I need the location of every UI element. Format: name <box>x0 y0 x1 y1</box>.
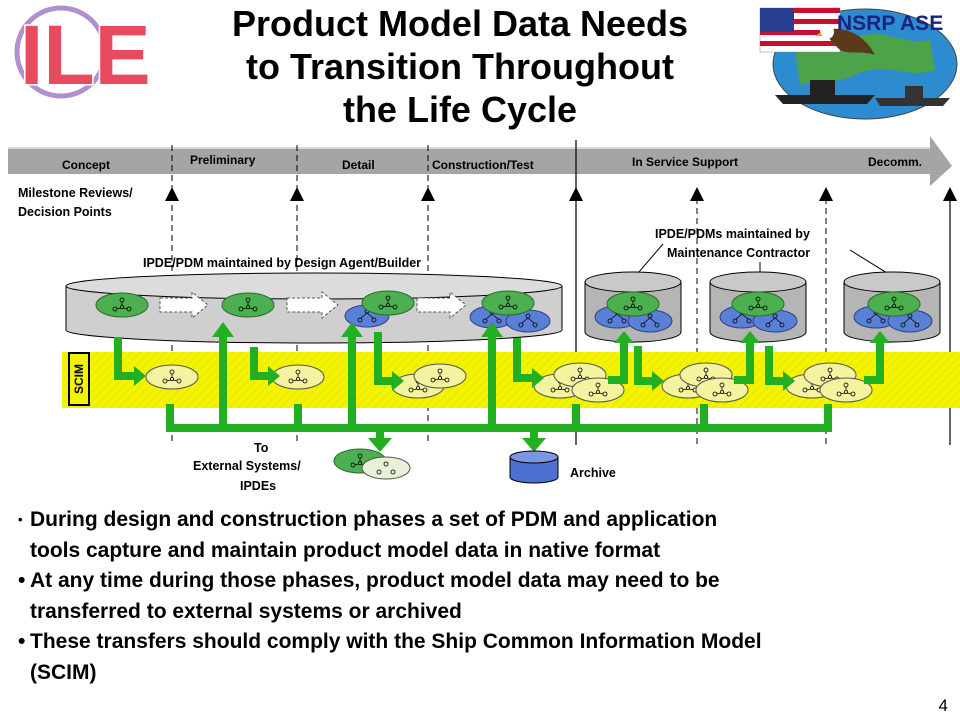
bullet-dot-icon: • <box>18 569 26 592</box>
design-agent-label: IPDE/PDM maintained by Design Agent/Buil… <box>143 256 421 270</box>
external-systems-icons <box>333 448 411 480</box>
scim-label: SCIM <box>72 364 86 394</box>
title-line-2: to Transition Throughout <box>246 46 674 87</box>
title-line-3: the Life Cycle <box>342 89 578 130</box>
bullet-3-line2: (SCIM) <box>30 660 97 684</box>
transition-arrows <box>159 290 467 320</box>
phase-bar <box>8 136 952 186</box>
external-label-line3: IPDEs <box>240 479 276 493</box>
maintenance-drum-3 <box>843 271 941 343</box>
maintenance-label-line2: Maintenance Contractor <box>667 246 810 260</box>
bullet-1-line2: tools capture and maintain product model… <box>30 538 661 562</box>
ile-logo-text: ILE <box>20 8 151 102</box>
bullet-item-3: • These transfers should comply with the… <box>18 627 958 688</box>
bullet-item-2: • At any time during those phases, produ… <box>18 566 958 627</box>
archive-label: Archive <box>570 466 616 480</box>
phase-in-service-support: In Service Support <box>632 155 738 169</box>
ships-icon <box>775 80 950 106</box>
bullet-list: • During design and construction phases … <box>18 505 958 688</box>
nsrp-ase-logo: NSRP ASE <box>759 7 958 120</box>
eagle-icon <box>815 25 875 55</box>
bullet-1-line1: During design and construction phases a … <box>30 508 718 531</box>
bullet-dot-icon: • <box>18 630 26 653</box>
external-label-line2: External Systems/ <box>193 459 301 473</box>
lifecycle-diagram: Concept Preliminary Detail Construction/… <box>8 136 960 493</box>
page-number: 4 <box>938 696 948 715</box>
page-title: Product Model Data Needs to Transition T… <box>180 2 740 131</box>
bullet-dot-icon: • <box>18 512 23 527</box>
milestones-label-line1: Milestone Reviews/ <box>18 186 133 200</box>
bullet-2-line1: At any time during those phases, product… <box>30 569 720 592</box>
maintenance-drum-2 <box>709 271 807 343</box>
bullet-item-1: • During design and construction phases … <box>18 505 958 566</box>
milestones-label-line2: Decision Points <box>18 205 112 219</box>
ile-logo: ILE <box>14 5 152 104</box>
phase-preliminary: Preliminary <box>190 153 256 167</box>
bullet-2-line2: transferred to external systems or archi… <box>30 599 462 623</box>
milestone-markers <box>165 187 957 201</box>
phase-concept: Concept <box>62 158 110 172</box>
nsrp-ase-logo-text: NSRP ASE <box>837 12 943 35</box>
archive-icon <box>509 450 559 484</box>
bullet-3-line1: These transfers should comply with the S… <box>30 630 762 653</box>
phase-decomm: Decomm. <box>868 155 922 169</box>
maintenance-label-line1: IPDE/PDMs maintained by <box>655 227 810 241</box>
title-line-1: Product Model Data Needs <box>231 3 689 44</box>
green-flow-arrows <box>114 322 890 452</box>
maintenance-drum-1 <box>584 271 682 343</box>
external-label-line1: To <box>254 441 269 455</box>
phase-detail: Detail <box>342 158 375 172</box>
scim-label-box: SCIM <box>68 352 90 406</box>
phase-construction-test: Construction/Test <box>432 158 534 172</box>
